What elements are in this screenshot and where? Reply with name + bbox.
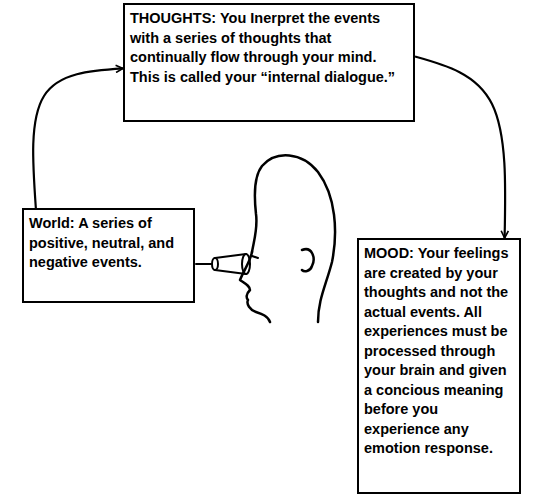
eye (252, 256, 258, 258)
scope-end (212, 258, 218, 270)
ear (302, 249, 314, 271)
box-text: MOOD: Your feelings are created by your … (364, 244, 514, 459)
scope-side (215, 270, 246, 274)
text-box: MOOD: Your feelings are created by your … (357, 238, 521, 494)
scope-end (242, 254, 250, 274)
box-text: World: A series of positive, neutral, an… (29, 214, 188, 273)
sight-line (196, 263, 212, 265)
box-text: THOUGHTS: You Inerpret the events with a… (130, 9, 408, 87)
text-box: THOUGHTS: You Inerpret the events with a… (123, 3, 415, 122)
scope-side (215, 254, 246, 258)
flow-arrow (415, 57, 505, 238)
text-box: World: A series of positive, neutral, an… (22, 208, 195, 303)
head-outline (252, 155, 335, 322)
face-profile (240, 252, 270, 322)
flow-arrow (33, 68, 123, 208)
head-illustration (196, 155, 335, 322)
